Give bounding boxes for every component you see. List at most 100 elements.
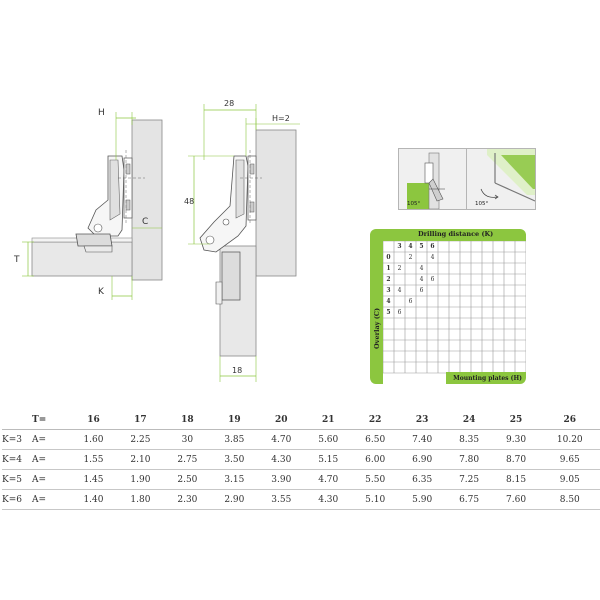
hinge-cup-right: [221, 251, 241, 301]
grid-col-header: 5: [419, 242, 424, 250]
grid-top-label: Drilling distance (K): [418, 230, 494, 238]
grid-cell: 2: [397, 264, 402, 272]
header-col-0: 16: [70, 410, 117, 430]
grid-cell: 6: [397, 308, 402, 316]
table-cell: 3.15: [210, 469, 258, 490]
label-C: C: [142, 217, 148, 227]
hinge-drawing-left: H C T K: [13, 108, 163, 300]
table-cell: 6.35: [398, 469, 446, 490]
table-cell: 6.50: [351, 429, 399, 450]
header-col-7: 23: [398, 410, 446, 430]
grid-cell: 6: [419, 286, 424, 294]
table-cell: 5.60: [304, 429, 352, 450]
door-panel-left: [31, 241, 133, 277]
grid-cell: 4: [430, 253, 435, 261]
table-cell: 7.25: [445, 469, 493, 490]
row-a-label: A=: [32, 429, 70, 450]
grid-row-header: 4: [386, 297, 391, 305]
header-col-8: 24: [445, 410, 493, 430]
row-k-label: K=3: [2, 429, 32, 450]
table-cell: 6.90: [398, 449, 446, 470]
grid-col-header: 6: [430, 242, 435, 250]
table-cell: 4.30: [304, 489, 352, 510]
dim-H2: H=2: [272, 114, 290, 123]
table-cell: 8.70: [492, 449, 540, 470]
header-col-6: 22: [351, 410, 399, 430]
table-cell: 7.80: [445, 449, 493, 470]
label-K: K: [98, 287, 105, 297]
row-k-label: K=5: [2, 469, 32, 490]
label-T: T: [13, 255, 20, 265]
table-cell: 3.50: [210, 449, 258, 470]
header-col-10: 26: [539, 410, 600, 430]
table-cell: 6.75: [445, 489, 493, 510]
table-cell: 9.30: [492, 429, 540, 450]
grid-bottom-label: Mounting plates (H): [453, 375, 522, 382]
corner-opening-angle-icon: 105°: [466, 148, 536, 210]
door-open-angle-icon: 105°: [398, 148, 468, 210]
table-cell: 9.65: [539, 449, 600, 470]
header-col-2: 18: [163, 410, 211, 430]
cabinet-panel-right: [255, 129, 297, 277]
table-cell: 2.30: [163, 489, 211, 510]
header-col-3: 19: [210, 410, 258, 430]
grid-col-header: 4: [408, 242, 413, 250]
row-k-label: K=4: [2, 449, 32, 470]
table-cell: 9.05: [539, 469, 600, 490]
grid-cell: 4: [419, 264, 424, 272]
icon1-angle: 105°: [407, 201, 421, 207]
dim-28: 28: [224, 99, 234, 108]
grid-col-header: 3: [397, 242, 402, 250]
table-cell: 4.30: [257, 449, 305, 470]
grid-side-label: Overlay (C): [373, 307, 381, 349]
dim-18: 18: [232, 366, 242, 375]
table-cell: 2.75: [163, 449, 211, 470]
grid-top-header: Drilling distance (K): [370, 229, 526, 241]
row-a-label: A=: [32, 469, 70, 490]
grid-cell: 2: [408, 253, 413, 261]
table-cell: 5.50: [351, 469, 399, 490]
table-cell: 1.40: [70, 489, 117, 510]
header-t: T=: [32, 410, 70, 430]
grid-cell: 6: [430, 275, 435, 283]
label-H: H: [98, 108, 105, 118]
table-cell: 1.60: [70, 429, 117, 450]
table-cell: 3.85: [210, 429, 258, 450]
cabinet-panel-left: [131, 119, 163, 281]
table-cell: 10.20: [539, 429, 600, 450]
row-k-label: K=6: [2, 489, 32, 510]
table-cell: 1.90: [116, 469, 164, 490]
table-cell: 8.50: [539, 489, 600, 510]
grid-row-header: 2: [386, 275, 391, 283]
row-a-label: A=: [32, 449, 70, 470]
table-cell: 7.60: [492, 489, 540, 510]
table-cell: 8.35: [445, 429, 493, 450]
table-cell: 1.55: [70, 449, 117, 470]
table-cell: 2.10: [116, 449, 164, 470]
table-cell: 3.55: [257, 489, 305, 510]
header-k: [2, 410, 32, 430]
table-cell: 2.90: [210, 489, 258, 510]
table-cell: 3.90: [257, 469, 305, 490]
grid-row-header: 3: [386, 286, 391, 294]
table-cell: 8.15: [492, 469, 540, 490]
dim-48: 48: [184, 197, 194, 206]
hinge-drawing-right: 28 H=2 48 18: [184, 99, 300, 382]
hinge-cup-left: [75, 233, 113, 247]
grid-bottom-header: Mounting plates (H): [446, 372, 526, 384]
grid-row-header: 5: [386, 308, 391, 316]
grid-cell: 6: [408, 297, 413, 305]
grid-side-header: Overlay (C): [370, 241, 383, 384]
table-cell: 2.25: [116, 429, 164, 450]
table-cell: 1.45: [70, 469, 117, 490]
header-col-5: 21: [304, 410, 352, 430]
table-cell: 5.10: [351, 489, 399, 510]
